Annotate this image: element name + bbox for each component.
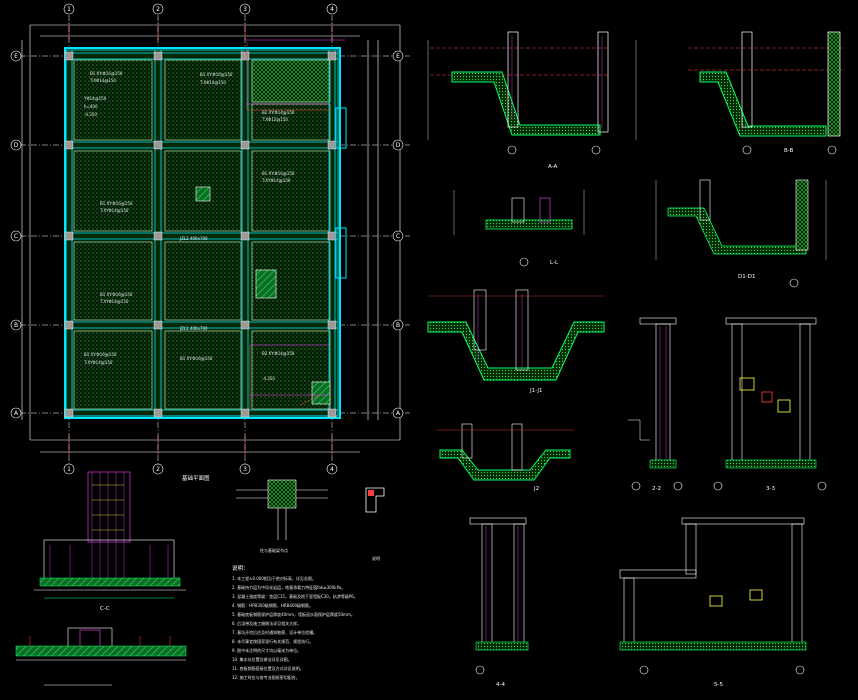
notes-line-8: 8. 未尽事宜按国家现行有关规范、规程执行。 [232, 638, 313, 644]
section-2-2-title: 2-2 [652, 486, 661, 492]
axis-y-d-right: D [396, 142, 401, 149]
notes-line-2: 2. 基础持力层为中风化岩层，地基承载力特征值fak≥300kPa。 [232, 584, 345, 590]
svg-text:B1 XY:Φ16@150: B1 XY:Φ16@150 [100, 201, 133, 206]
svg-text:JZL1 400x700: JZL1 400x700 [179, 326, 208, 331]
notes-line-7: 7. 基坑开挖后应及时通知勘察、设计单位验槽。 [232, 629, 317, 635]
notes-line-5: 5. 基础底板钢筋保护层厚度40mm，墙板迎水面保护层厚度50mm。 [232, 611, 355, 617]
axis-y-a-right: A [396, 410, 401, 417]
axis-x-4-top: 4 [330, 6, 334, 13]
section-l-l: L-L [453, 190, 585, 267]
notes-line-12: 12. 施工时应与各专业图纸密切配合。 [232, 674, 300, 680]
notes-line-3: 3. 混凝土强度等级：垫层C15，基础及地下室墙板C30，抗渗等级P6。 [232, 593, 358, 599]
svg-text:T:XYΦ14@150: T:XYΦ14@150 [99, 208, 129, 213]
notes-line-9: 9. 图中未注明的尺寸均以毫米为单位。 [232, 647, 301, 653]
axis-bubbles [10, 3, 404, 475]
axis-y-c-right: C [396, 233, 400, 240]
svg-text:YΦ14@150: YΦ14@150 [83, 96, 107, 101]
svg-text:T:XYΦ14@150: T:XYΦ14@150 [261, 178, 291, 183]
column-detail-title: C-C [100, 606, 110, 612]
svg-text:T:XΦ14@150: T:XΦ14@150 [89, 78, 116, 83]
svg-text:T:XYΦ14@150: T:XYΦ14@150 [83, 360, 113, 365]
svg-text:B1 XY:Φ16@150: B1 XY:Φ16@150 [100, 292, 133, 297]
axis-y-a-left: A [14, 410, 19, 417]
svg-text:B1 XY:Φ16@150: B1 XY:Φ16@150 [262, 171, 295, 176]
foundation-plan: B1 XY:Φ16@150 T:XΦ14@150 YΦ14@150 h=400 … [10, 3, 410, 475]
axis-y-e-left: E [14, 53, 18, 60]
section-4-4: 4-4 [469, 517, 529, 688]
svg-text:T:XYΦ14@150: T:XYΦ14@150 [99, 299, 129, 304]
axis-x-2-top: 2 [156, 6, 160, 13]
axis-x-3-top: 3 [243, 6, 247, 13]
section-b-b-title: B-B [784, 148, 794, 154]
svg-text:B1 XY:Φ16@150: B1 XY:Φ16@150 [180, 356, 213, 361]
notes-heading: 说明： [232, 564, 249, 572]
section-3-3-title: 3-3 [766, 486, 775, 492]
svg-text:B1 XY:Φ16@150: B1 XY:Φ16@150 [84, 352, 117, 357]
svg-text:T:XΦ12@150: T:XΦ12@150 [261, 117, 288, 122]
axis-y-d-left: D [14, 142, 19, 149]
axis-x-2-bottom: 2 [156, 466, 160, 473]
plan-title: 基础平面图 [182, 474, 210, 482]
section-j2: J2 [436, 423, 574, 492]
section-j1-j1: J1-J1 [427, 289, 605, 394]
design-notes: 说明： 1. 本工程±0.000相当于绝对标高，详见总图。 2. 基础持力层为中… [232, 564, 358, 680]
section-j1-title: J1-J1 [529, 388, 543, 394]
axis-x-1-bottom: 1 [67, 466, 71, 473]
axis-y-b-left: B [14, 322, 18, 329]
axis-x-4-bottom: 4 [330, 466, 334, 473]
beam-joint-detail: 柱与基础梁节点 [236, 479, 328, 553]
pile-cap-detail [15, 627, 187, 686]
notes-line-10: 10. 集水坑位置及做法详见详图。 [232, 656, 292, 662]
section-3-3: 3-3 [713, 317, 827, 492]
notes-line-1: 1. 本工程±0.000相当于绝对标高，详见总图。 [232, 575, 316, 581]
axis-y-c-left: C [14, 233, 18, 240]
svg-text:h=400: h=400 [84, 104, 98, 109]
small-corner-detail: 说明 [365, 487, 385, 561]
section-2-2: 2-2 [628, 317, 683, 492]
svg-text:B2 XY:Φ14@150: B2 XY:Φ14@150 [262, 351, 295, 356]
section-a-a: A-A [427, 31, 637, 170]
axis-y-e-right: E [396, 53, 400, 60]
section-4-4-title: 4-4 [496, 682, 505, 688]
panel-labels: B1 XY:Φ16@150 T:XΦ14@150 YΦ14@150 h=400 … [83, 71, 295, 381]
column-detail [34, 471, 186, 599]
section-5-5-title: 5-5 [714, 682, 723, 688]
svg-text:-4.350: -4.350 [262, 376, 275, 381]
svg-text:B1 XY:Φ16@150: B1 XY:Φ16@150 [90, 71, 123, 76]
section-a-a-title: A-A [548, 164, 558, 170]
svg-text:JZL2 400x700: JZL2 400x700 [179, 236, 208, 241]
notes-line-11: 11. 底板钢筋搭接位置及方式详见说明。 [232, 665, 304, 671]
svg-text:-4.350: -4.350 [84, 112, 97, 117]
section-d1-d1: D1-D1 [655, 179, 827, 288]
notes-line-6: 6. 后浇带及施工缝做法详见相关大样。 [232, 620, 301, 626]
svg-text:柱与基础梁节点: 柱与基础梁节点 [260, 547, 288, 553]
svg-text:B2 XY:Φ14@150: B2 XY:Φ14@150 [262, 110, 295, 115]
axis-x-1-top: 1 [67, 6, 71, 13]
section-j2-title: J2 [533, 486, 539, 492]
svg-text:B1 XY:Φ16@150: B1 XY:Φ16@150 [200, 72, 233, 77]
axis-x-3-bottom: 3 [243, 466, 247, 473]
axis-y-b-right: B [396, 322, 400, 329]
svg-text:T:XΦ14@150: T:XΦ14@150 [199, 80, 226, 85]
svg-text:说明: 说明 [372, 555, 380, 561]
section-5-5: 5-5 [619, 517, 807, 688]
section-l-l-title: L-L [550, 260, 559, 266]
section-b-b: B-B [688, 31, 845, 155]
section-d1-d1-title: D1-D1 [738, 274, 755, 280]
notes-line-4: 4. 钢筋：HPB300级钢筋，HRB400级钢筋。 [232, 602, 313, 608]
